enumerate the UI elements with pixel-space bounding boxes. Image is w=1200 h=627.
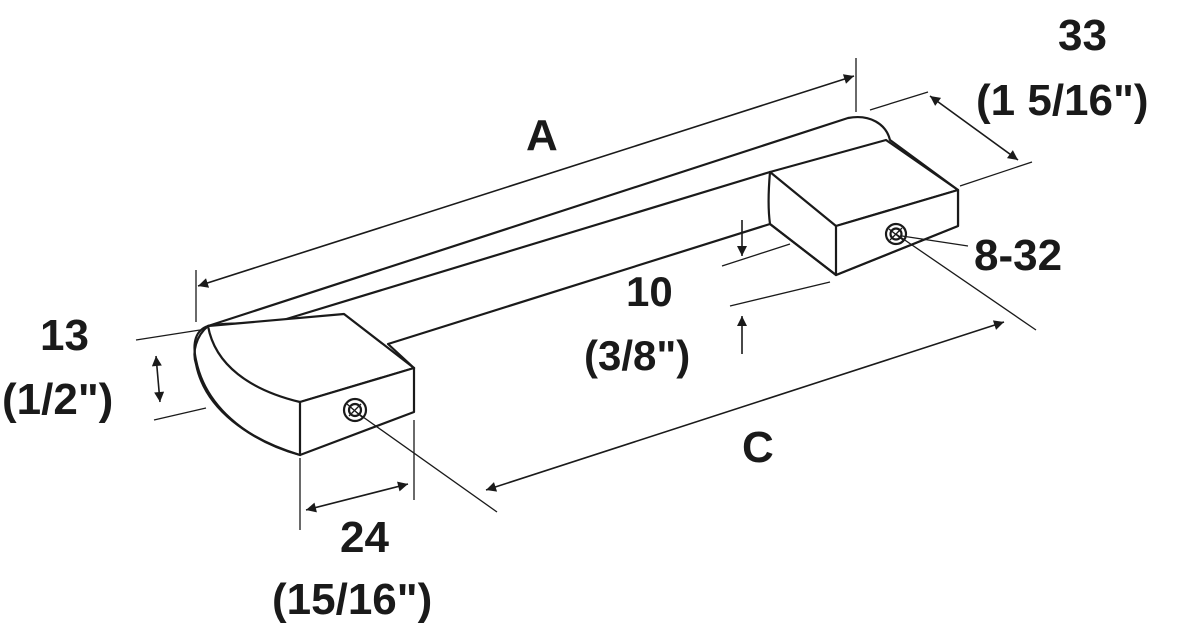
- dimension-c-label: C: [742, 423, 774, 472]
- height-mm-label: 13: [40, 311, 89, 360]
- depth-inch-label: (1 5/16"): [976, 76, 1149, 125]
- dimension-foot-width: 24 (15/16"): [272, 420, 432, 624]
- thread-size-label: 8-32: [974, 231, 1062, 280]
- foot-width-inch-label: (15/16"): [272, 575, 432, 624]
- depth-mm-label: 33: [1058, 11, 1107, 60]
- bar-height-mm-label: 10: [626, 268, 673, 315]
- bar-height-inch-label: (3/8"): [584, 332, 690, 379]
- left-thread-hole: [342, 397, 368, 423]
- dimension-a: A: [195, 58, 857, 322]
- height-inch-label: (1/2"): [2, 375, 113, 424]
- dimension-height: 13 (1/2"): [2, 311, 207, 424]
- dimension-a-label: A: [526, 111, 558, 160]
- cabinet-pull-handle: [193, 116, 960, 457]
- dimension-depth: 33 (1 5/16"): [869, 11, 1149, 187]
- thread-callout: 8-32: [901, 231, 1062, 280]
- dimension-c: C: [355, 233, 1037, 513]
- foot-width-mm-label: 24: [340, 513, 389, 562]
